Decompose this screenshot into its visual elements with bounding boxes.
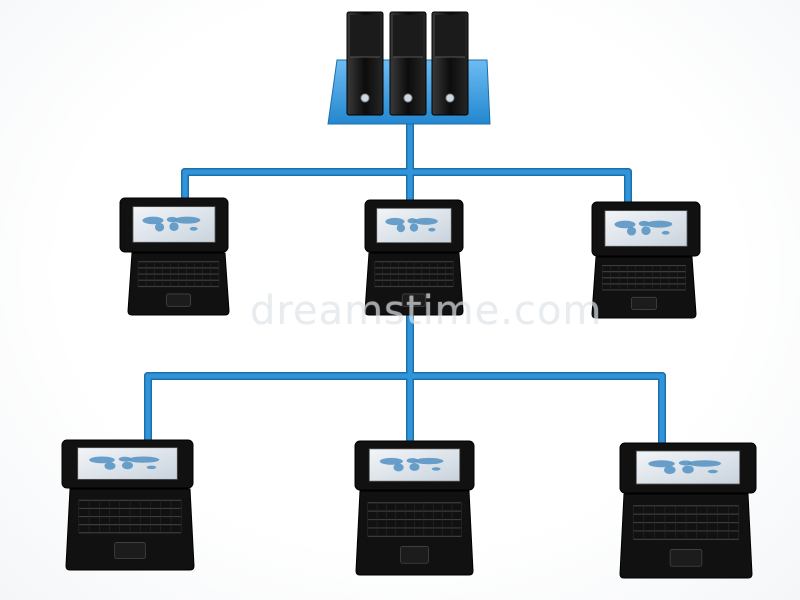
laptop-icon (119, 197, 230, 316)
touchpad (631, 296, 657, 310)
touchpad (400, 546, 429, 564)
world-map-icon (142, 216, 201, 232)
server-cluster (327, 11, 491, 125)
server-tower-icon (346, 11, 384, 116)
keyboard (602, 264, 686, 291)
laptop-icon (619, 442, 757, 579)
server-tower-icon (431, 11, 469, 116)
server-tower-icon (389, 11, 427, 116)
laptop-icon (61, 439, 195, 571)
keyboard (137, 261, 220, 288)
laptop-nodes (61, 197, 757, 579)
touchpad (401, 293, 427, 307)
keyboard (78, 499, 182, 534)
touchpad (114, 542, 146, 560)
touchpad (669, 549, 703, 567)
laptop-icon (354, 440, 475, 576)
world-map-icon (614, 220, 673, 236)
keyboard (367, 502, 462, 537)
world-map-icon (648, 460, 722, 475)
world-map-icon (379, 457, 444, 472)
world-map-icon (89, 456, 160, 470)
laptop-screen (376, 207, 452, 244)
keyboard (632, 505, 740, 540)
laptop-icon (591, 201, 701, 319)
laptop-icon (364, 199, 464, 316)
touchpad (165, 293, 192, 307)
network-links (144, 114, 666, 448)
world-map-icon (385, 217, 438, 233)
keyboard (374, 261, 454, 288)
